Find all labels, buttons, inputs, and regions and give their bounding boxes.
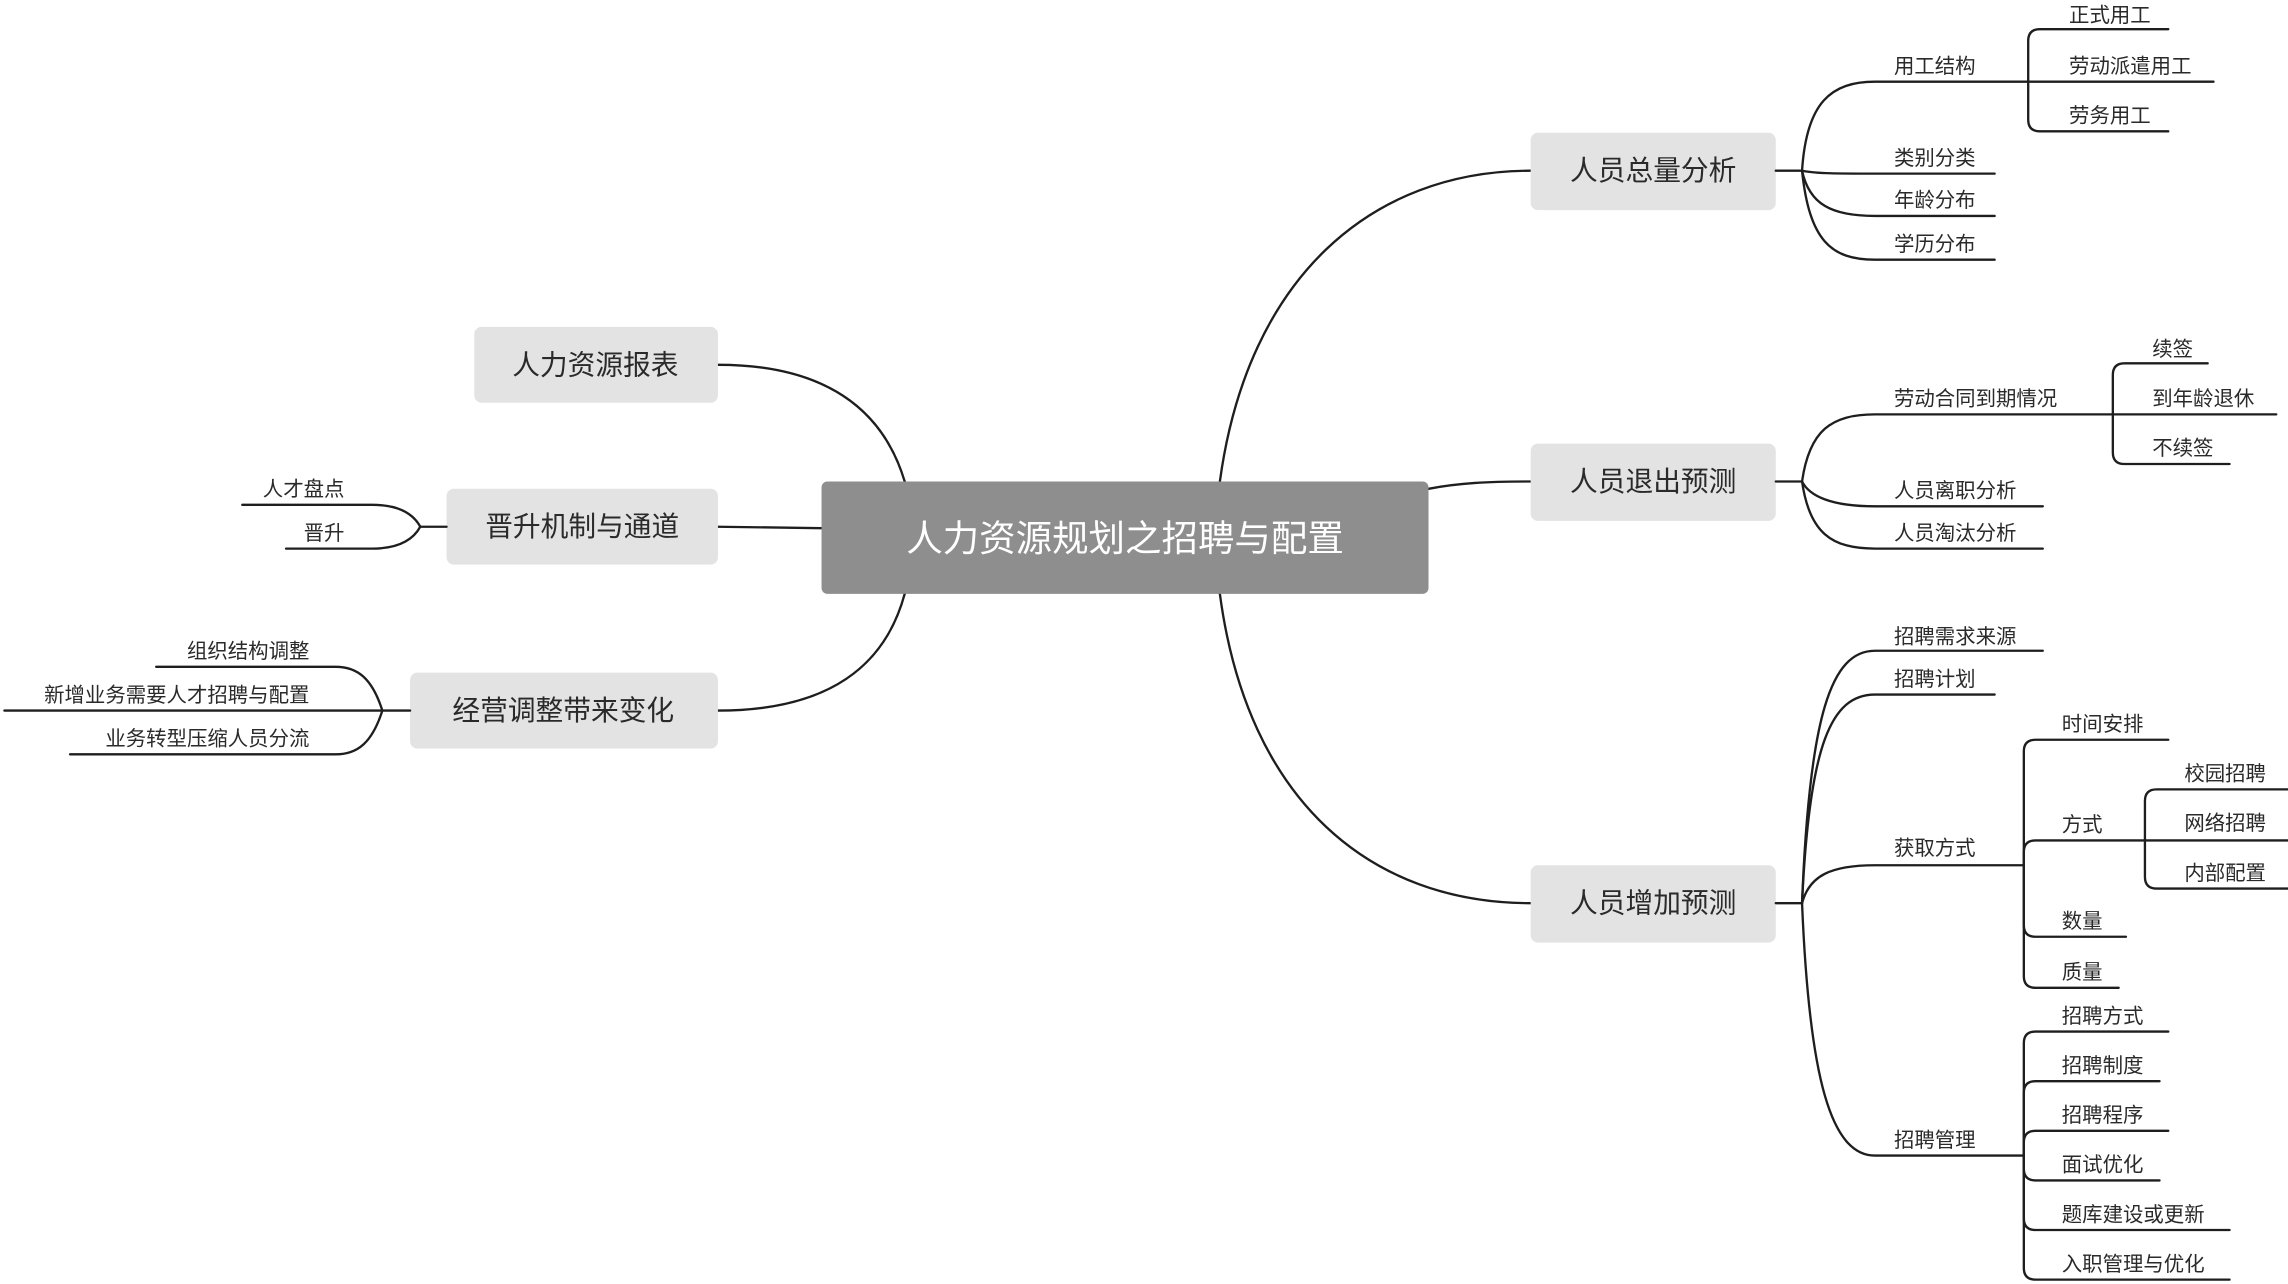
topic-label: 人力资源报表 <box>512 348 678 381</box>
subtopic-label[interactable]: 招聘程序 <box>2062 1103 2144 1127</box>
subtopic-label[interactable]: 人员淘汰分析 <box>1894 521 2016 545</box>
subtopic-label[interactable]: 不续签 <box>2152 436 2213 460</box>
subtopic-label[interactable]: 招聘制度 <box>2062 1053 2144 1077</box>
topic-label: 人员退出预测 <box>1570 465 1736 498</box>
topic-label: 经营调整带来变化 <box>452 694 674 727</box>
subtopic-label[interactable]: 题库建设或更新 <box>2062 1202 2205 1226</box>
subtopic-label[interactable]: 续签 <box>2152 337 2193 361</box>
subtopic-label[interactable]: 晋升 <box>304 521 345 545</box>
subtopic-label[interactable]: 人员离职分析 <box>1894 479 2016 503</box>
subtopic-label[interactable]: 招聘管理 <box>1894 1128 1976 1152</box>
topic-exit-forecast[interactable]: 人员退出预测 <box>1530 443 1776 521</box>
subtopic-label[interactable]: 质量 <box>2062 960 2103 984</box>
headcount-subtree: 用工结构 正式用工 劳动派遣用工 劳务用工 类别分类 年龄分布 学历分布 <box>1774 3 2215 261</box>
subtopic-label[interactable]: 正式用工 <box>2069 3 2151 27</box>
subtopic-label[interactable]: 类别分类 <box>1894 146 1976 170</box>
subtopic-label[interactable]: 招聘方式 <box>2062 1004 2144 1028</box>
subtopic-label[interactable]: 校园招聘 <box>2184 762 2266 786</box>
subtopic-label[interactable]: 方式 <box>2062 813 2103 837</box>
subtopic-label[interactable]: 用工结构 <box>1894 54 1976 78</box>
subtopic-label[interactable]: 年龄分布 <box>1894 188 1976 212</box>
subtopic-label[interactable]: 劳务用工 <box>2069 104 2151 128</box>
increase-subtree: 招聘需求来源 招聘计划 获取方式 时间安排 方式 校园招聘 网络招聘 内部配置 … <box>1774 624 2288 1281</box>
subtopic-label[interactable]: 获取方式 <box>1894 836 1976 860</box>
connector <box>1218 169 1532 483</box>
central-topic[interactable]: 人力资源规划之招聘与配置 <box>821 481 1429 594</box>
subtopic-label[interactable]: 招聘计划 <box>1894 667 1976 691</box>
subtopic-label[interactable]: 时间安排 <box>2062 712 2144 736</box>
subtopic-label[interactable]: 招聘需求来源 <box>1894 624 2016 648</box>
subtopic-label[interactable]: 劳动合同到期情况 <box>1894 387 2057 411</box>
subtopic-label[interactable]: 网络招聘 <box>2184 811 2266 835</box>
subtopic-label[interactable]: 组织结构调整 <box>187 639 309 663</box>
topic-promotion[interactable]: 晋升机制与通道 <box>446 488 718 565</box>
subtopic-label[interactable]: 人才盘点 <box>263 477 345 501</box>
subtopic-label[interactable]: 数量 <box>2062 909 2103 933</box>
exit-subtree: 劳动合同到期情况 续签 到年龄退休 不续签 人员离职分析 人员淘汰分析 <box>1774 337 2278 550</box>
subtopic-label[interactable]: 业务转型压缩人员分流 <box>105 727 309 751</box>
topic-headcount-analysis[interactable]: 人员总量分析 <box>1530 132 1776 211</box>
connector <box>1427 480 1532 490</box>
subtopic-label[interactable]: 面试优化 <box>2062 1153 2144 1177</box>
central-topic-label: 人力资源规划之招聘与配置 <box>906 517 1344 560</box>
topic-label: 晋升机制与通道 <box>485 510 679 543</box>
main-connectors <box>716 169 1532 905</box>
subtopic-label[interactable]: 新增业务需要人才招聘与配置 <box>44 683 309 707</box>
topic-hr-reports[interactable]: 人力资源报表 <box>474 326 718 403</box>
topic-label: 人员增加预测 <box>1570 887 1736 920</box>
connector <box>1218 592 1532 905</box>
topic-business-change[interactable]: 经营调整带来变化 <box>410 672 718 749</box>
subtopic-label[interactable]: 入职管理与优化 <box>2062 1252 2205 1276</box>
subtopic-label[interactable]: 学历分布 <box>1894 232 1976 256</box>
connector <box>716 592 906 712</box>
subtopic-label[interactable]: 劳动派遣用工 <box>2069 54 2191 78</box>
topic-increase-forecast[interactable]: 人员增加预测 <box>1530 865 1776 943</box>
promotion-subtree: 人才盘点 晋升 <box>241 477 448 550</box>
connector <box>716 363 906 483</box>
business-change-subtree: 组织结构调整 新增业务需要人才招聘与配置 业务转型压缩人员分流 <box>3 639 412 756</box>
connector <box>716 525 823 530</box>
subtopic-label[interactable]: 内部配置 <box>2184 861 2266 885</box>
topic-label: 人员总量分析 <box>1570 154 1736 187</box>
subtopic-label[interactable]: 到年龄退休 <box>2152 387 2254 411</box>
